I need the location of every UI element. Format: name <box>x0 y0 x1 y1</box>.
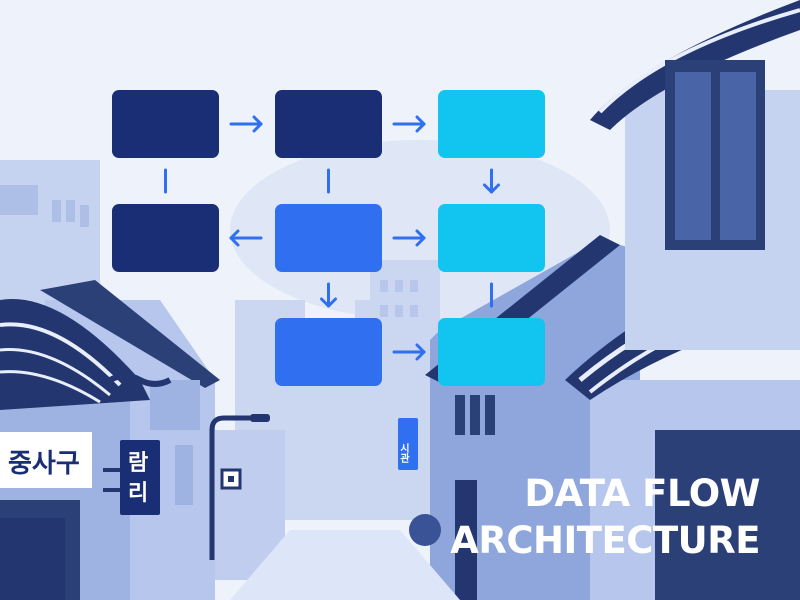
diagram-edges <box>164 115 500 361</box>
diagram-edge-r3c2-r3c3-head <box>415 343 426 361</box>
diagram-node-r1c1 <box>112 90 219 158</box>
diagram-edge-r1c3-r2c3-head <box>483 183 500 194</box>
diagram-edge-r1c2-r1c3-head <box>415 115 426 133</box>
diagram-node-r3c3 <box>438 318 545 386</box>
hanging-sign-bottom: 리 <box>128 481 148 506</box>
diagram-node-r1c2 <box>275 90 382 158</box>
diagram-edge-r2c2-r2c3-head <box>415 229 426 247</box>
diagram-node-r2c1 <box>112 204 219 272</box>
title-line-1: DATA FLOW <box>524 472 760 515</box>
hanging-sign-top: 람 <box>128 451 148 476</box>
diagram-node-r2c3 <box>438 204 545 272</box>
diagram-edge-r2c2-r3c2-head <box>320 297 337 308</box>
diagram-node-r1c3 <box>438 90 545 158</box>
shop-sign-board <box>0 432 92 488</box>
left-house-front <box>0 299 172 600</box>
hanging-sign <box>120 440 160 515</box>
street-lamp <box>209 414 270 560</box>
diagram-edge-r2c2-r2c1-head <box>229 229 240 247</box>
blue-sign-text: 시관 <box>398 443 410 463</box>
street <box>230 530 460 600</box>
shop-sign-text: 중사구 <box>8 449 80 479</box>
diagram-nodes <box>112 90 545 386</box>
diagram-edge-r1c1-r1c2-head <box>252 115 263 133</box>
right-building-tall <box>590 0 800 350</box>
blue-sign <box>398 418 418 470</box>
diagram-node-r2c2 <box>275 204 382 272</box>
diagram-node-r3c2 <box>275 318 382 386</box>
title-line-2: ARCHITECTURE <box>450 519 760 562</box>
cloud <box>230 140 610 320</box>
